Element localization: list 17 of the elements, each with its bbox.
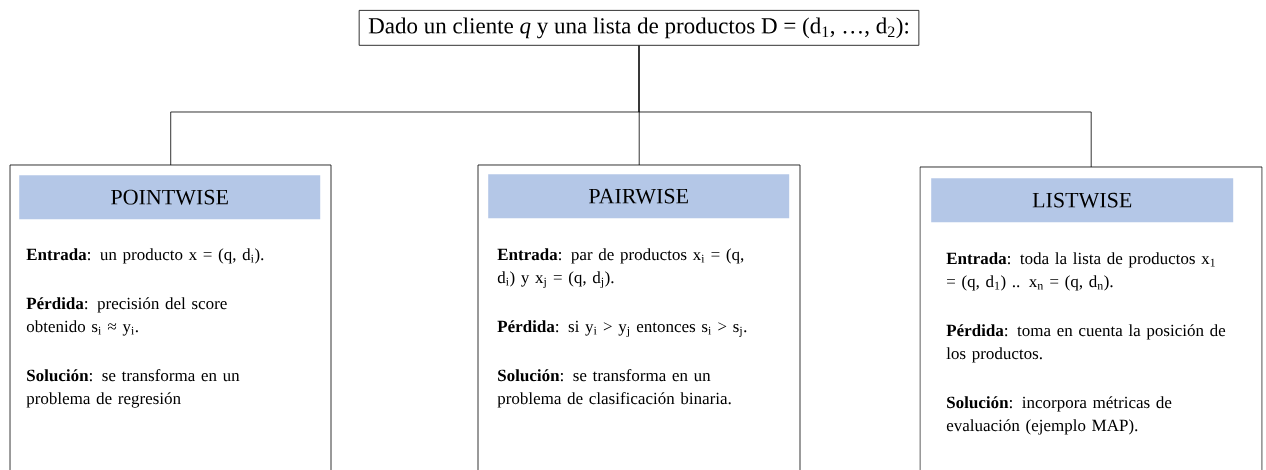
header-band: POINTWISE bbox=[19, 175, 321, 220]
node-label: Entrada: toda la lista de productos x$_{1}$ = (q, d$_{1}$) .. x$_{n}$ = (q, d$_{n}$). bbox=[946, 252, 1215, 291]
node-label: Solución: se transforma en un problema de regresión bbox=[26, 369, 240, 408]
node-label: Pérdida: si y$_{i}$ > y$_{j}$ entonces s$_{i}$ > s$_{j}$. bbox=[497, 320, 747, 338]
description-text: Entrada: toda la lista de productos x$_{1}$ = (q, d$_{1}$) .. x$_{n}$ = (q, d$_{n}$). Pérdida: toma en cuenta la posición de los productos. Solución: incorpora métricas de evaluación (ejemplo MAP). bbox=[946, 252, 1226, 435]
node-label: Pérdida: precisión del score obtenido s$_{i}$ ≈ y$_{i}$. bbox=[26, 297, 227, 336]
node-label: Entrada: par de productos x$_{i}$ = (q, d$_{i}$) y x$_{j}$ = (q, d$_{j}$). bbox=[497, 248, 744, 289]
node-label: Solución: se transforma en un problema de clasificación binaria. bbox=[497, 369, 731, 408]
header-band: LISTWISE bbox=[931, 178, 1234, 223]
heading-box: Dado un cliente q y una lista de productos D = (d$_{1}$, …, d$_{2}$): bbox=[358, 10, 920, 46]
node-label: Entrada: un producto x = (q, d$_{i}$). bbox=[26, 248, 264, 264]
header-band: PAIRWISE bbox=[488, 174, 790, 219]
node-label: Pérdida: toma en cuenta la posición de los productos. bbox=[946, 324, 1226, 363]
description-text: Entrada: un producto x = (q, d$_{i}$). Pérdida: precisión del score obtenido s$_{i}$ ≈ y$_{i}$. Solución: se transforma en un problema de regresión bbox=[26, 248, 264, 408]
description-text: Entrada: par de productos x$_{i}$ = (q, d$_{i}$) y x$_{j}$ = (q, d$_{j}$). Pérdida: si y$_{i}$ > y$_{j}$ entonces s$_{i}$ > s$_{j}$. Solución: se transforma en un problema de clasificación binaria. bbox=[497, 248, 747, 408]
connector-line bbox=[638, 45, 1092, 168]
node-label: Solución: incorpora métricas de evaluación (ejemplo MAP). bbox=[946, 396, 1172, 435]
